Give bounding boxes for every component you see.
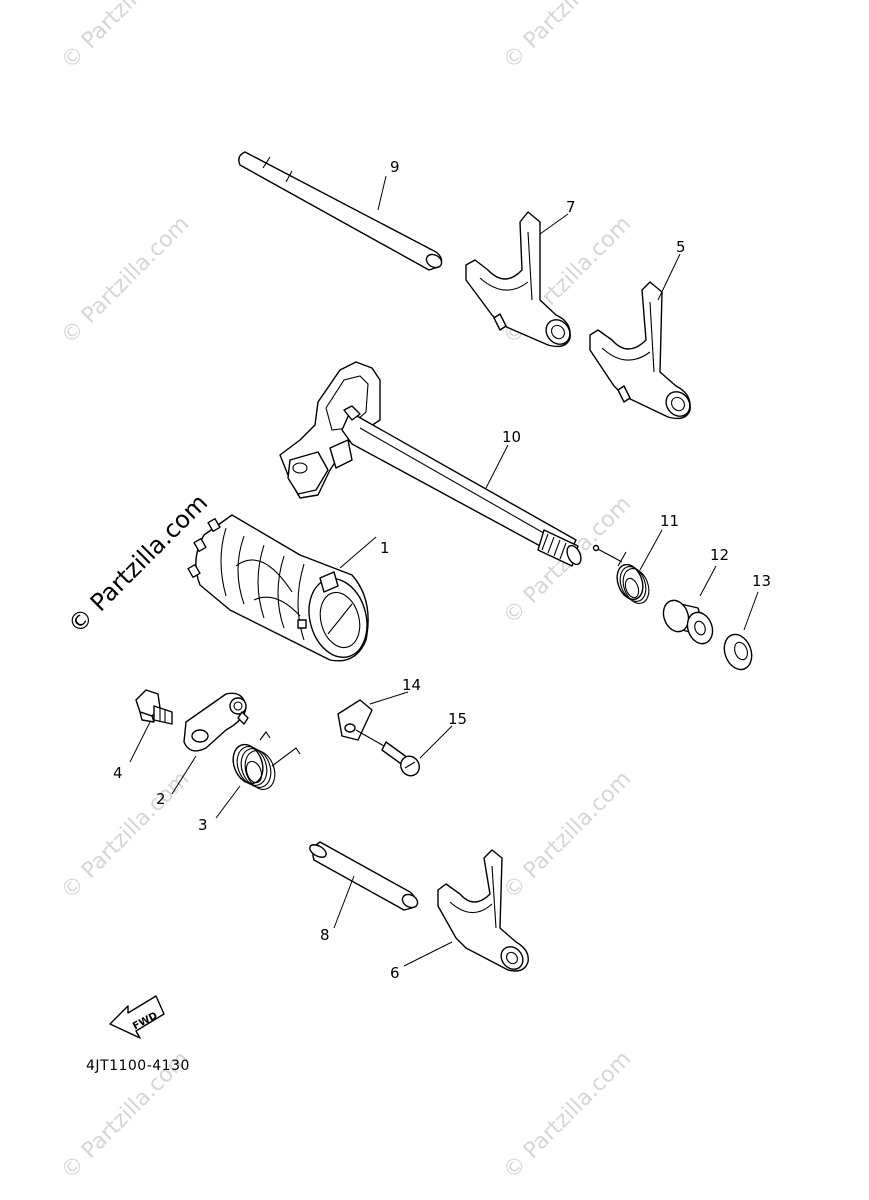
part-14-plate (337, 699, 373, 741)
callout-14: 14 (402, 676, 421, 694)
watermark: © Partzilla.com (57, 0, 195, 74)
diagram-code: 4JT1100-4130 (86, 1058, 190, 1074)
watermark-prominent: © Partzilla.com (62, 488, 213, 639)
part-8-guide-bar (309, 841, 419, 911)
callout-5: 5 (676, 238, 686, 256)
callout-8: 8 (320, 926, 330, 944)
watermark: © Partzilla.com (499, 1047, 637, 1185)
part-7-shift-fork (465, 211, 571, 348)
part-9-guide-bar (238, 151, 443, 271)
part-2-stopper-lever (183, 692, 249, 752)
watermark: © Partzilla.com (57, 212, 195, 350)
callout-7: 7 (566, 198, 576, 216)
callout-2: 2 (156, 790, 166, 808)
callout-3: 3 (198, 816, 208, 834)
watermark: © Partzilla.com (57, 767, 195, 905)
callout-12: 12 (710, 546, 729, 564)
part-4-bolt (135, 689, 173, 725)
part-3-spring (232, 731, 301, 790)
part-1-shift-drum (187, 514, 369, 662)
callout-numbers: 1 2 3 4 5 6 7 8 9 10 11 12 13 14 15 (113, 158, 771, 982)
callout-11: 11 (660, 512, 679, 530)
part-13-washer (723, 633, 753, 671)
callout-15: 15 (448, 710, 467, 728)
part-10-shift-shaft (279, 361, 582, 567)
fwd-arrow-icon: FWD (109, 995, 165, 1039)
callout-9: 9 (390, 158, 400, 176)
callout-10: 10 (502, 428, 521, 446)
part-6-shift-fork (437, 849, 529, 972)
watermark: © Partzilla.com (499, 0, 637, 74)
part-5-shift-fork (589, 281, 691, 420)
callout-6: 6 (390, 964, 400, 982)
part-12-collar (662, 599, 714, 645)
callout-1: 1 (380, 539, 390, 557)
leader-lines (129, 175, 759, 967)
part-15-screw (355, 729, 420, 777)
part-11-torsion-spring (592, 544, 650, 604)
watermark: © Partzilla.com (499, 767, 637, 905)
callout-13: 13 (752, 572, 771, 590)
callout-4: 4 (113, 764, 123, 782)
